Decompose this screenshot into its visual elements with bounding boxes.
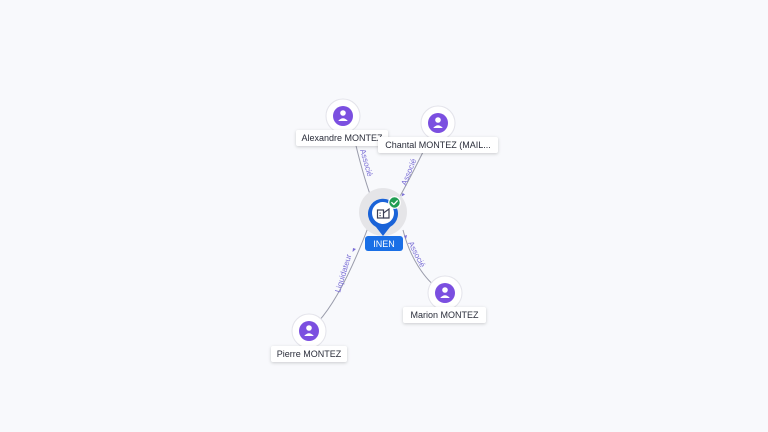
node-label-box (403, 307, 486, 323)
person-icon (435, 283, 455, 303)
person-name-pierre: Pierre MONTEZ (277, 349, 342, 359)
person-node-chantal[interactable]: Chantal MONTEZ (MAIL... (378, 105, 498, 153)
company-icon (376, 207, 390, 219)
edge-label-pierre: Liquidateur (333, 253, 353, 294)
person-node-alexandre[interactable]: Alexandre MONTEZ (296, 98, 388, 146)
person-node-pierre[interactable]: Pierre MONTEZ (271, 313, 347, 362)
edge-label-chantal: Associé (400, 157, 419, 187)
company-node-inen[interactable]: INEN (359, 188, 407, 251)
node-label-box (378, 137, 498, 153)
person-node-marion[interactable]: Marion MONTEZ (403, 275, 486, 323)
person-name-marion: Marion MONTEZ (410, 310, 479, 320)
person-name-alexandre: Alexandre MONTEZ (301, 133, 383, 143)
edge-pierre[interactable]: Liquidateur (317, 224, 370, 323)
person-icon (299, 321, 319, 341)
company-label-box (365, 236, 403, 251)
verified-check-icon (388, 196, 401, 209)
node-label-box (271, 346, 347, 362)
company-name: INEN (373, 239, 395, 249)
person-name-chantal: Chantal MONTEZ (MAIL... (385, 140, 491, 150)
node-label-box (296, 130, 388, 146)
edge-label-marion: Associé (406, 240, 427, 270)
person-icon (333, 106, 353, 126)
person-icon (428, 113, 448, 133)
